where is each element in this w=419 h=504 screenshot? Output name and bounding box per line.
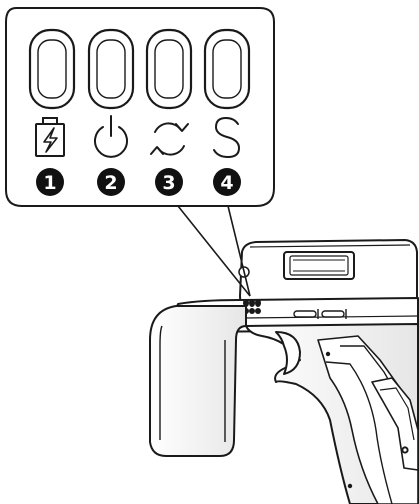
badge-2: 2 (97, 168, 125, 196)
badge-3: 3 (155, 168, 183, 196)
badge-3-number: 3 (162, 172, 175, 194)
callout-pointer (178, 206, 250, 296)
head-display-inner (290, 256, 348, 275)
badge-1: 1 (36, 168, 64, 196)
badge-4-number: 4 (220, 172, 233, 194)
badge-1-number: 1 (43, 172, 56, 194)
badge-4: 4 (213, 168, 241, 196)
badge-2-number: 2 (104, 172, 117, 194)
indicator-callout-panel: 1 2 3 4 (6, 8, 274, 206)
handle-guard (150, 306, 246, 456)
scanner-device (150, 240, 418, 504)
